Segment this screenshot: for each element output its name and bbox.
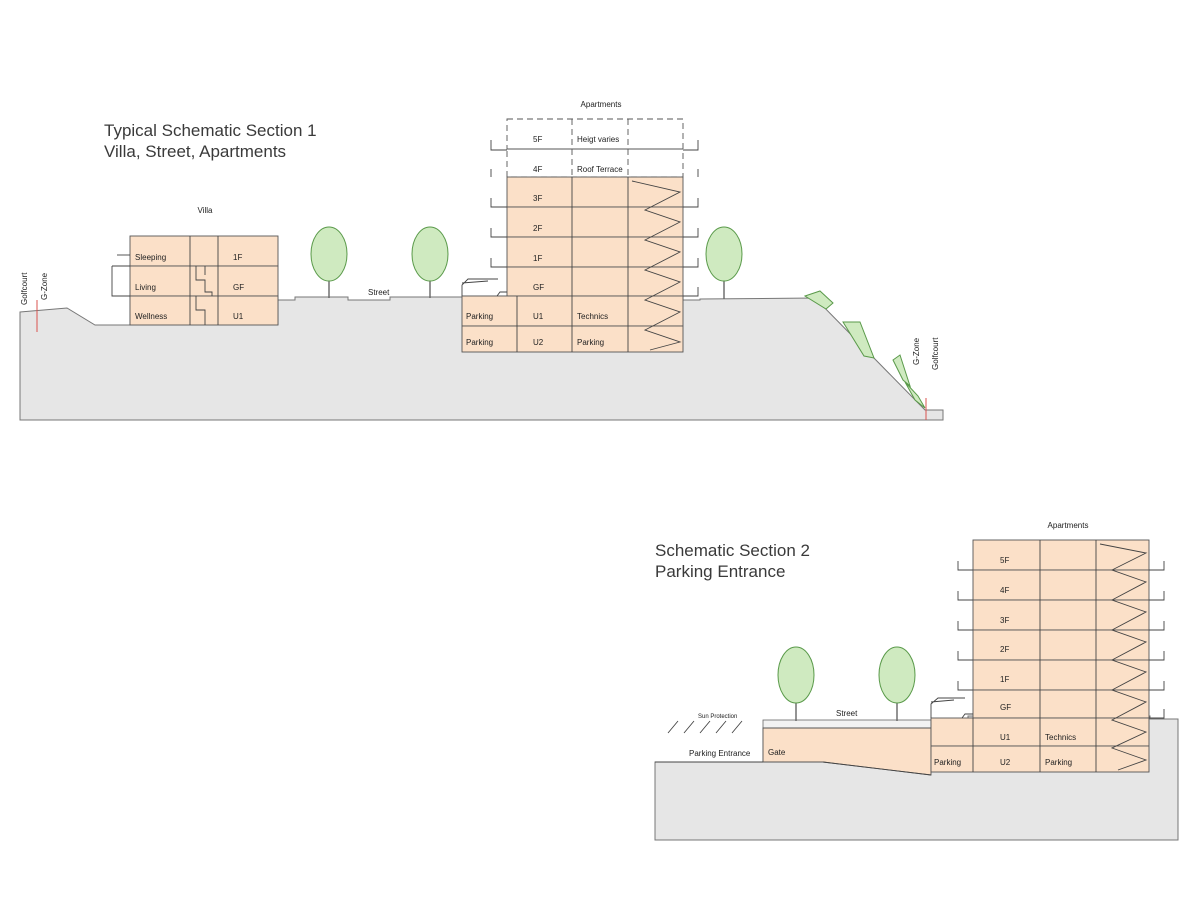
section2: Gate Parking Entrance Sun Protection Str… [654, 521, 1179, 841]
apt-floor-u1 [461, 295, 684, 327]
apt-level-1f: 1F [533, 254, 542, 263]
villa-room-wellness: Wellness [135, 312, 167, 321]
shrub-2 [842, 321, 875, 359]
apt2-floor-gf [972, 689, 1150, 719]
section2-apartments-label: Apartments [1048, 521, 1089, 530]
villa-floor-u1 [129, 295, 279, 326]
section1-apartments-label: Apartments [581, 100, 622, 109]
gzone-label-left: G-Zone [40, 272, 49, 300]
section2-trees [777, 646, 916, 721]
parking-entrance-label: Parking Entrance [689, 749, 751, 758]
tree-icon [878, 646, 916, 704]
apt2-level-5f: 5F [1000, 556, 1009, 565]
villa-floor-gf [129, 265, 279, 297]
section1-street-label: Street [368, 288, 390, 297]
apt-note-height: Heigt varies [577, 135, 619, 144]
section1-title-line2: Villa, Street, Apartments [104, 142, 287, 161]
street-slab [762, 719, 932, 729]
apt-level-gf: GF [533, 283, 544, 292]
gzone-label-right: G-Zone [912, 337, 921, 365]
basement-room-parking-u2: Parking [466, 338, 493, 347]
apt2-floor-1f [972, 659, 1150, 691]
apt2-floor-5f [972, 539, 1150, 571]
apt-level-2f: 2F [533, 224, 542, 233]
apt2-level-4f: 4F [1000, 586, 1009, 595]
apt2-level-u2: U2 [1000, 758, 1011, 767]
apt-note-roof-terrace: Roof Terrace [577, 165, 623, 174]
shrub-3 [892, 354, 912, 388]
apt-level-u1: U1 [533, 312, 544, 321]
apt2-level-u1: U1 [1000, 733, 1011, 742]
section2-street-label: Street [836, 709, 858, 718]
tree-icon [705, 226, 743, 282]
slope-vegetation [803, 290, 926, 409]
apt-floor-gf [506, 266, 684, 297]
section2-apartments: Apartments 5F 4F 3F 2F 1F [930, 521, 1165, 773]
apt-floor-3f [506, 176, 684, 208]
section1-apartments: Apartments 5F 4F Heigt varies Roof Terra… [461, 100, 699, 353]
apt-floor-u2 [461, 325, 684, 353]
villa-level-gf: GF [233, 283, 244, 292]
apt2-room-parking: Parking [1045, 758, 1072, 767]
shrub-1 [803, 290, 834, 310]
apt2-level-gf: GF [1000, 703, 1011, 712]
villa-room-sleeping: Sleeping [135, 253, 166, 262]
section2-title-line1: Schematic Section 2 [655, 541, 810, 560]
tree-icon [411, 226, 449, 282]
apt2-floor-3f [972, 599, 1150, 631]
sun-protection-label: Sun Protection [698, 714, 737, 720]
shrub-4 [904, 381, 926, 409]
section2-title: Schematic Section 2 Parking Entrance [655, 540, 810, 582]
apt-floor-5f-dashed [506, 118, 684, 150]
apt2-level-1f: 1F [1000, 675, 1009, 684]
section2-title-line2: Parking Entrance [655, 562, 786, 581]
golfcourt-label-right: Golfcourt [931, 337, 940, 370]
villa: Villa Sleeping Living Wellness 1F GF U1 [111, 206, 279, 326]
apt-level-u2: U2 [533, 338, 544, 347]
apt2-room-technics: Technics [1045, 733, 1076, 742]
villa-room-living: Living [135, 283, 156, 292]
apt-level-5f: 5F [533, 135, 542, 144]
villa-floor-1f [129, 235, 279, 267]
section1-trees [310, 226, 743, 299]
apt-floor-2f [506, 206, 684, 238]
apt2-room-parking-left: Parking [934, 758, 961, 767]
apt2-floor-4f [972, 569, 1150, 601]
basement-room-technics: Technics [577, 312, 608, 321]
gate-label: Gate [768, 748, 786, 757]
apt-level-3f: 3F [533, 194, 542, 203]
apt2-level-2f: 2F [1000, 645, 1009, 654]
section1: Golfcourt G-Zone G-Zone Golfcourt Villa [19, 100, 944, 421]
villa-level-u1: U1 [233, 312, 244, 321]
tree-icon [777, 646, 815, 704]
basement-room-parking-u2-right: Parking [577, 338, 604, 347]
section1-title: Typical Schematic Section 1 Villa, Stree… [104, 120, 317, 162]
apt-level-4f: 4F [533, 165, 542, 174]
tree-icon [310, 226, 348, 282]
golfcourt-label-left: Golfcourt [20, 272, 29, 305]
villa-level-1f: 1F [233, 253, 242, 262]
section1-title-line1: Typical Schematic Section 1 [104, 121, 317, 140]
basement-room-parking-u1: Parking [466, 312, 493, 321]
sun-protection: Sun Protection [667, 714, 743, 734]
apt2-floor-2f [972, 629, 1150, 661]
villa-label: Villa [198, 206, 214, 215]
apt2-level-3f: 3F [1000, 616, 1009, 625]
